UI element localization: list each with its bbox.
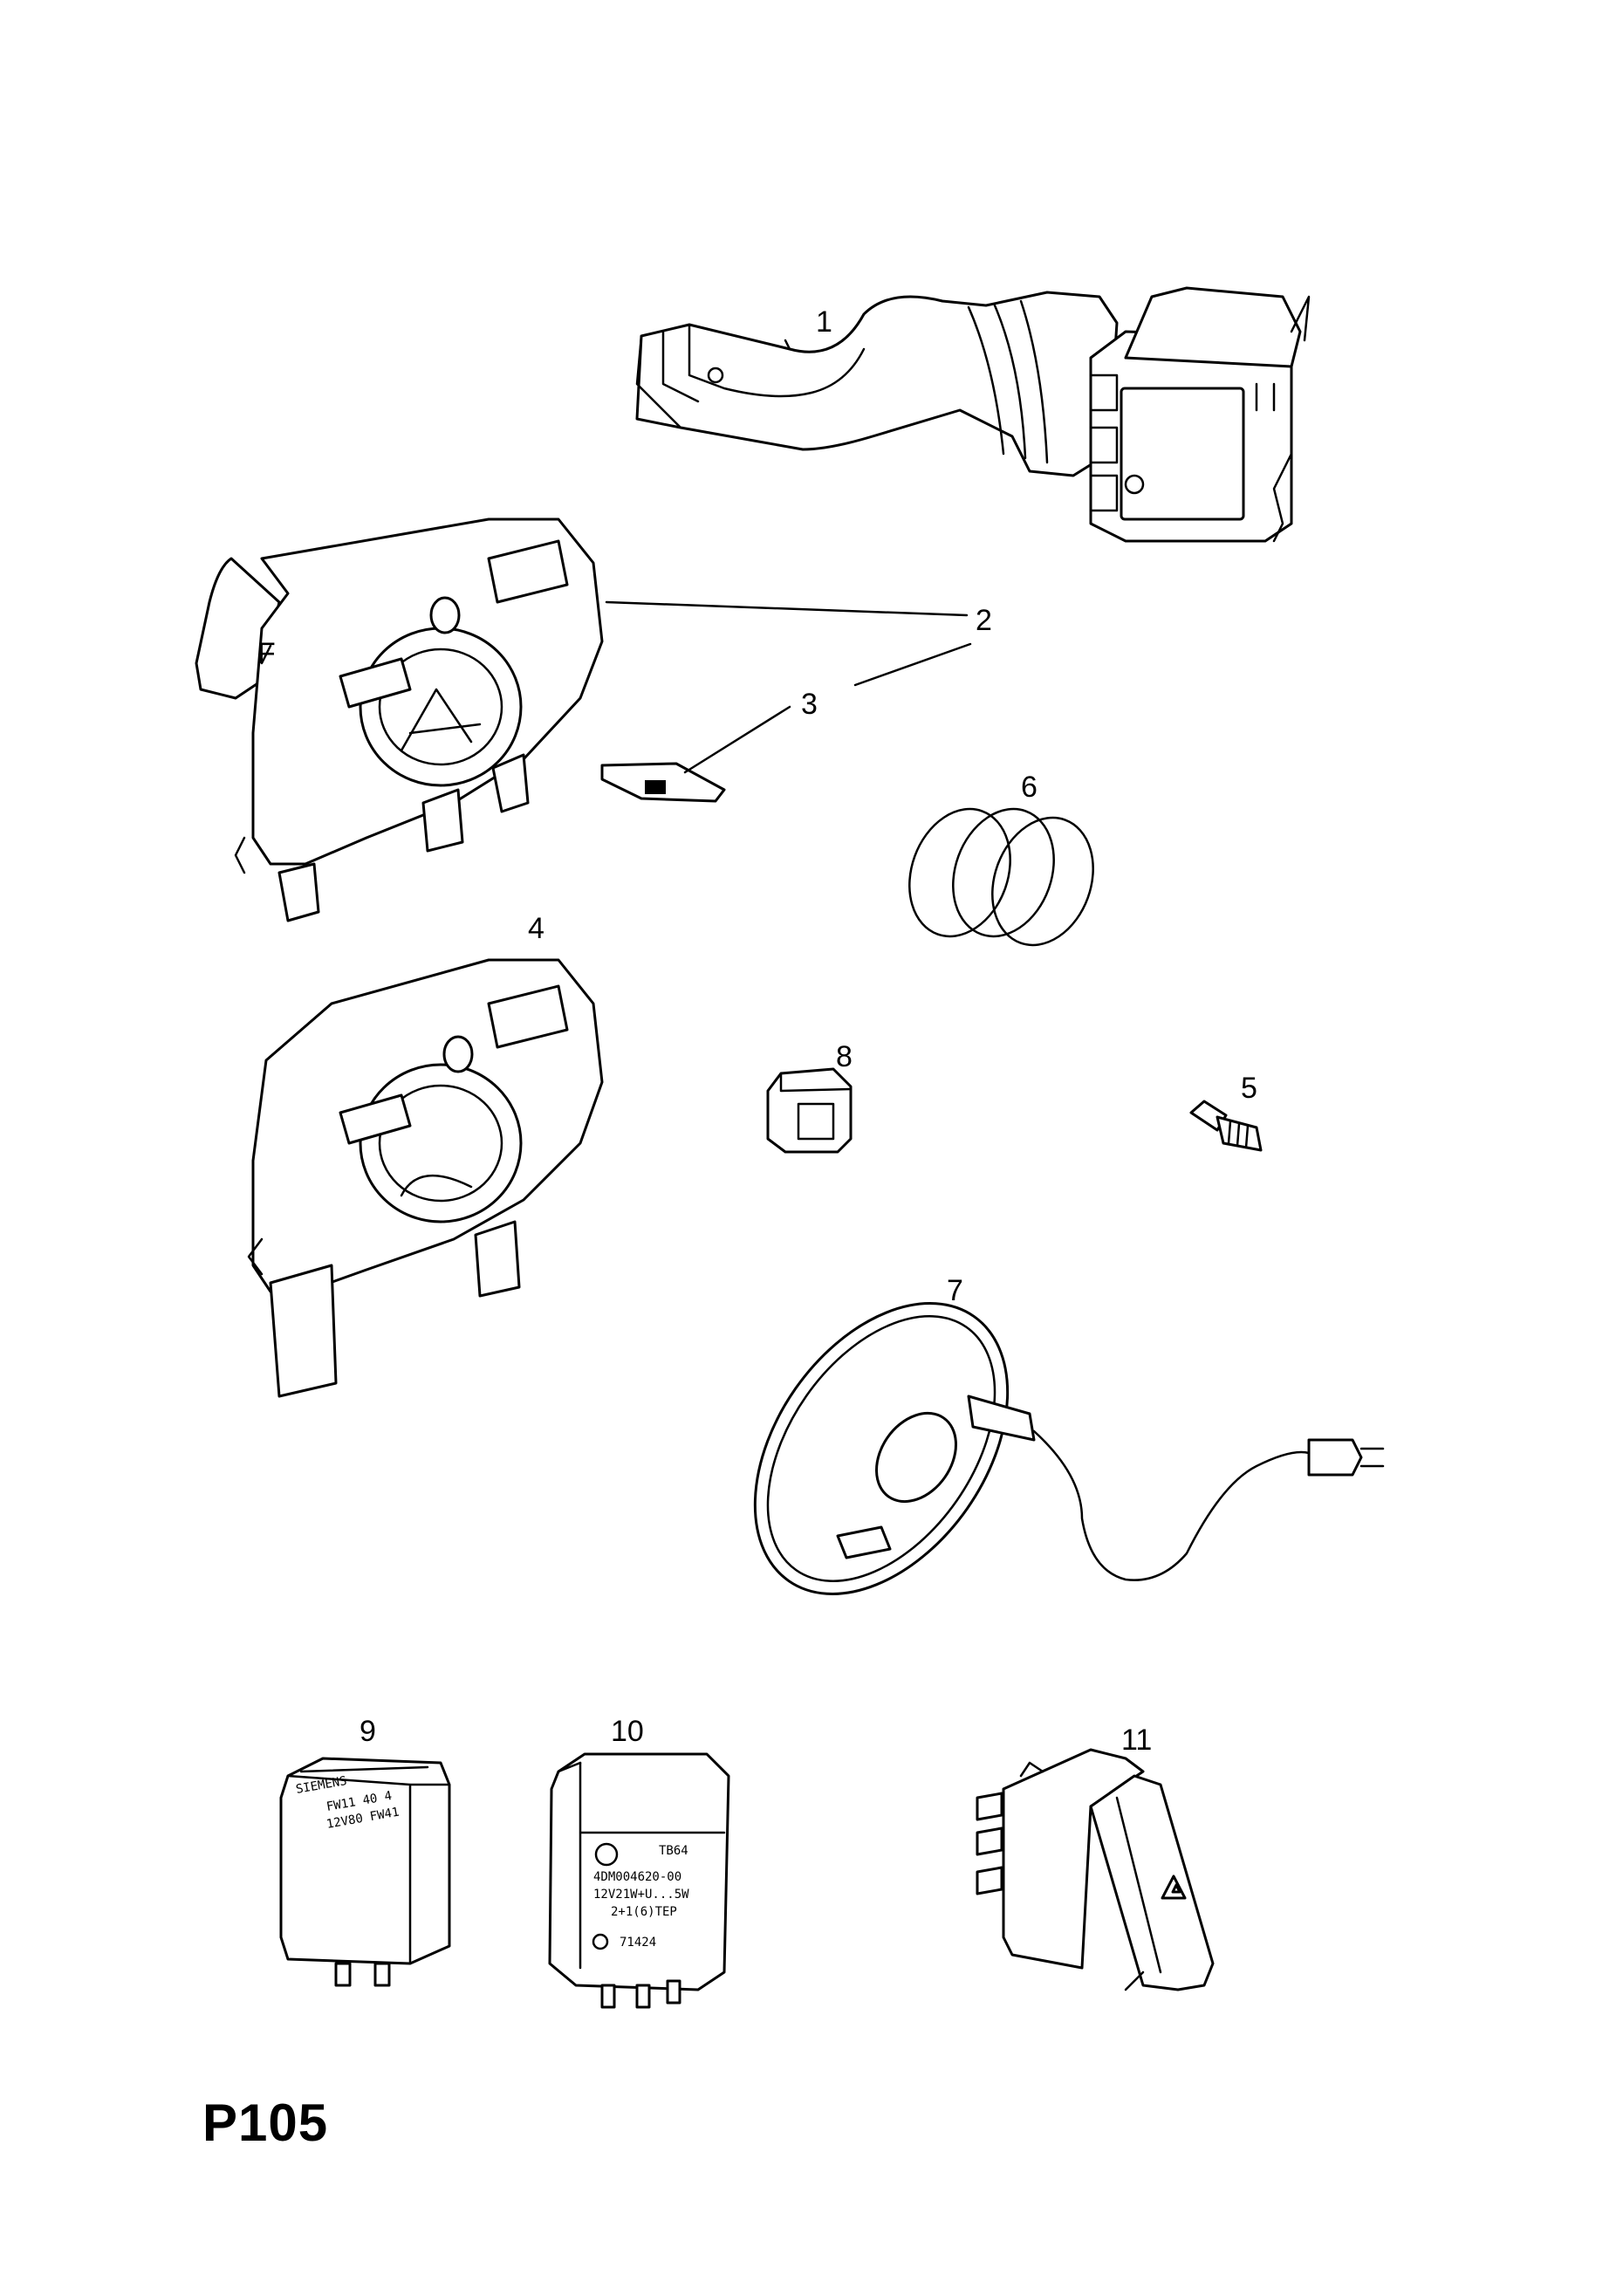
relay-10-line-1: 4DM004620-00: [593, 1870, 681, 1884]
leader-2b: [853, 642, 972, 687]
callout-4: 4: [528, 912, 544, 945]
part-1-combination-switch: 1: [635, 286, 1311, 543]
part-7-contact-plate: 7: [753, 1274, 1385, 1595]
part-11-hazard-switch: 11: [976, 1724, 1215, 1991]
relay-10-line-3: 2+1(6)TEP: [611, 1905, 677, 1919]
housing-marking: F: [257, 637, 276, 670]
callout-7: 7: [947, 1274, 963, 1307]
relay-10-code: TB64: [659, 1844, 688, 1858]
part-4-switch-housing: 4: [247, 912, 604, 1398]
part-10-relay: TB64 4DM004620-00 12V21W+U...5W 2+1(6)TE…: [548, 1715, 730, 2009]
callout-8: 8: [836, 1040, 853, 1073]
callout-6: 6: [1021, 771, 1037, 804]
callout-5: 5: [1241, 1072, 1257, 1105]
part-5-screw: 5: [1189, 1072, 1263, 1152]
relay-10-line-2: 12V21W+U...5W: [593, 1888, 689, 1902]
part-2-switch-housing: F: [195, 517, 604, 922]
callout-11: 11: [1121, 1724, 1152, 1757]
callout-2: 2: [976, 604, 992, 637]
page-code: P105: [202, 2094, 329, 2152]
part-9-relay: SIEMENS FW11 40 4 12V80 FW41 9: [279, 1715, 451, 1987]
part-6-spring: 6: [908, 771, 1094, 947]
part-8-cap: 8: [766, 1040, 853, 1154]
part-3-clip: 3: [600, 688, 818, 803]
leader-2: [605, 600, 969, 617]
relay-10-line-4: 71424: [620, 1936, 656, 1950]
callout-1: 1: [816, 305, 832, 339]
callout-9: 9: [360, 1715, 376, 1748]
callout-3: 3: [801, 688, 818, 721]
callout-10: 10: [611, 1715, 644, 1748]
